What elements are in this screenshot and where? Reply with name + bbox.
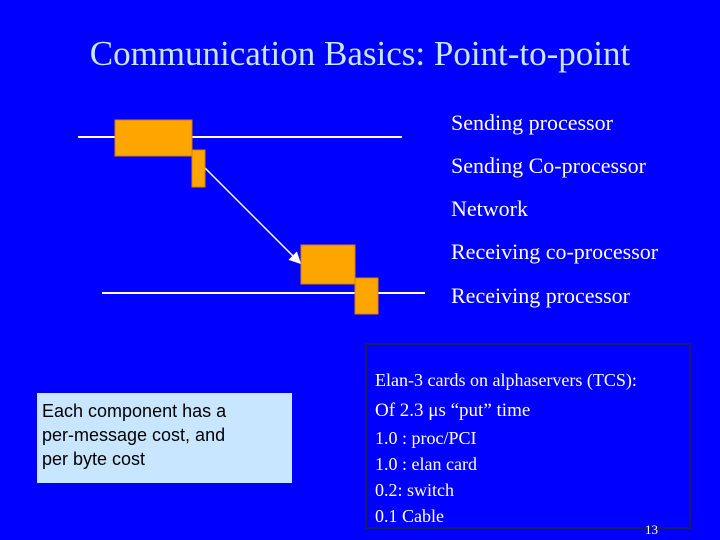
timing-total: Of 2.3 μs “put” time [375,400,531,421]
timing-heading: Elan-3 cards on alphaservers (TCS): [375,370,637,390]
sending-processor-block [114,119,193,157]
role-receiving-processor: Receiving processor [451,283,630,308]
note-line: Each component has a [42,401,227,421]
note-line: per byte cost [42,449,146,469]
role-sending-processor: Sending processor [451,110,613,135]
timing-item: 0.1 Cable [375,506,444,526]
timing-item: 0.2: switch [375,480,454,500]
role-sending-coprocessor: Sending Co-processor [451,153,646,178]
role-receiving-coprocessor: Receiving co-processor [451,239,659,264]
note-line: per-message cost, and [42,425,226,445]
sending-coprocessor-block [191,149,206,188]
receiving-coprocessor-block [300,244,356,285]
slide-title: Communication Basics: Point-to-point [89,34,631,73]
cost-note-box: Each component has a per-message cost, a… [37,393,292,483]
network-transfer-arrow [204,167,302,265]
timing-item: 1.0 : elan card [375,454,477,474]
timing-item: 1.0 : proc/PCI [375,428,477,448]
receiving-processor-block [354,277,379,315]
timing-breakdown-box: Elan-3 cards on alphaservers (TCS): Of 2… [365,343,691,529]
role-network: Network [451,196,528,221]
page-number: 13 [645,522,658,537]
